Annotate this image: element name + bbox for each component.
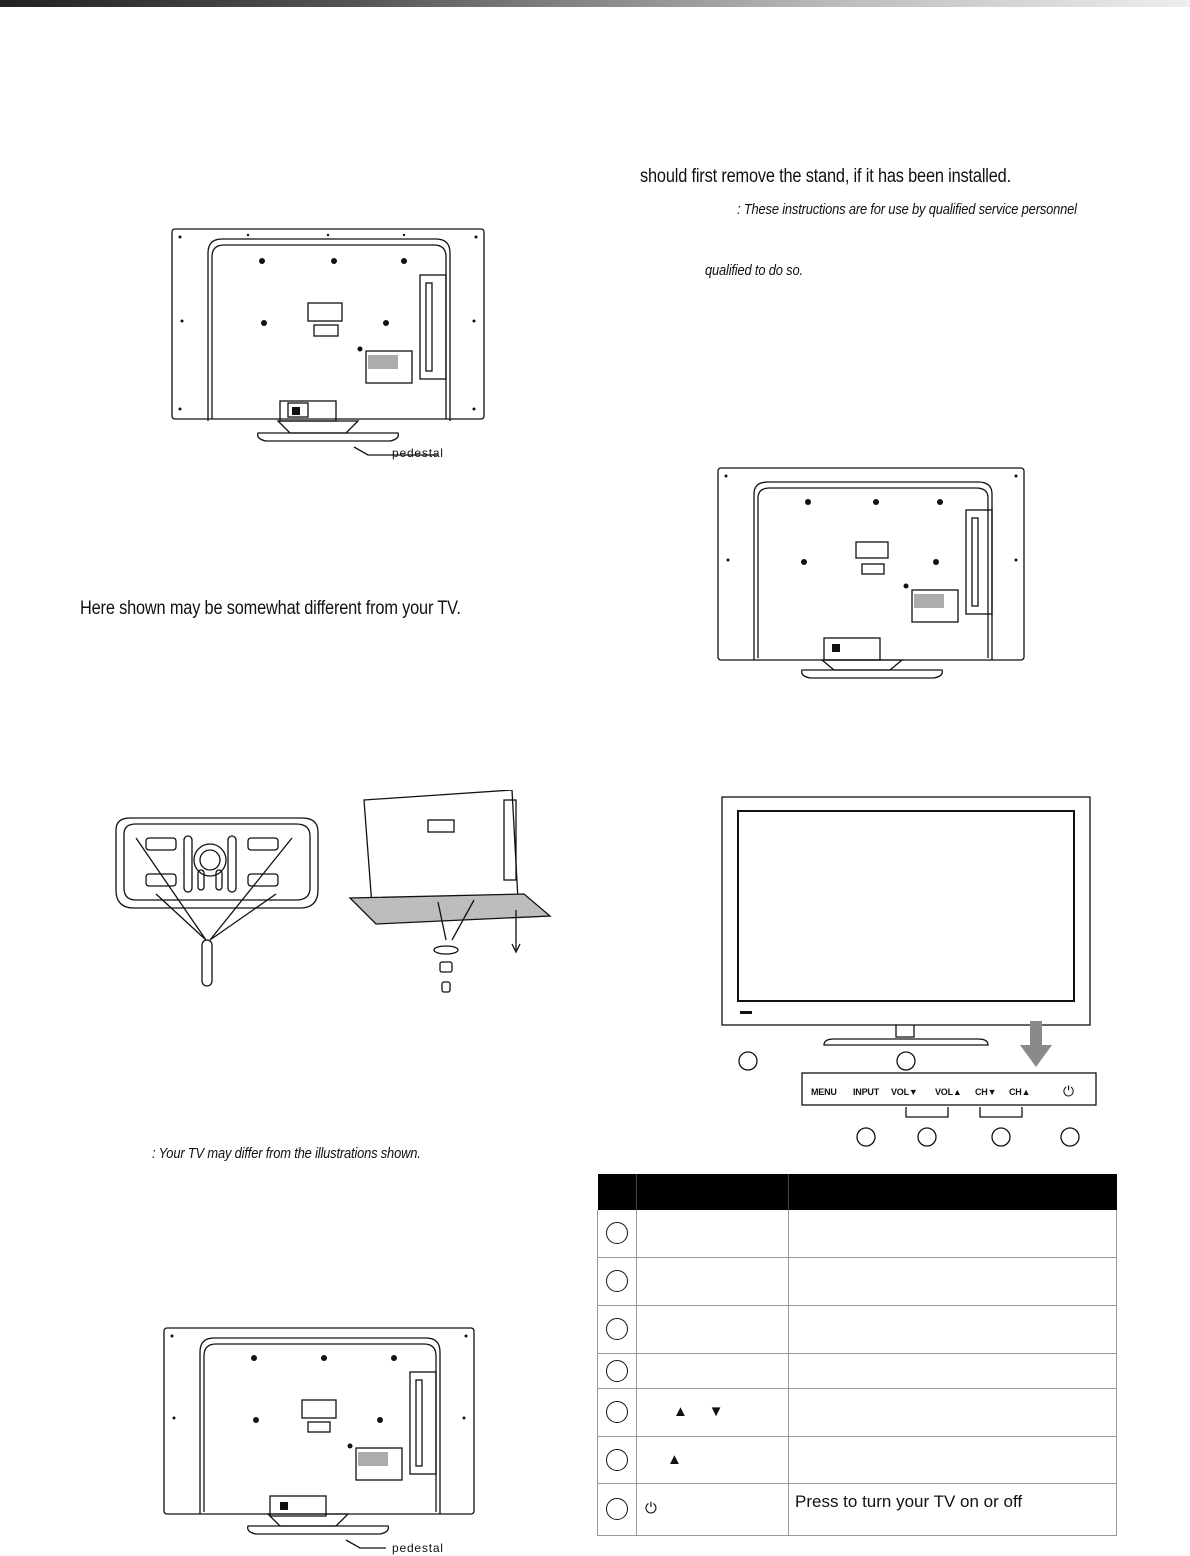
panel-menu-label: MENU	[811, 1087, 837, 1097]
row-item-vol-arrows: ▲ ▼	[673, 1403, 724, 1420]
service-note-line-2: qualified to do so.	[705, 262, 803, 279]
row-number-circle	[606, 1498, 628, 1520]
tv-back-figure-1	[168, 225, 488, 465]
panel-ch-down-label: CH▼	[975, 1087, 997, 1097]
table-header-item	[636, 1174, 789, 1210]
row-item-ch-arrow: ▲	[667, 1450, 682, 1468]
stand-removal-figure	[106, 790, 556, 1010]
stand-removal-text: should first remove the stand, if it has…	[640, 166, 1011, 187]
panel-ch-up-label: CH▲	[1009, 1087, 1031, 1097]
row-number-circle	[606, 1318, 628, 1340]
row-number-circle	[606, 1222, 628, 1245]
illustration-note: : Your TV may differ from the illustrati…	[152, 1145, 421, 1162]
figure-caption: Here shown may be somewhat different fro…	[80, 598, 461, 619]
controls-table: ▲ ▼ ▲ ⏻ Press to turn your TV on or off	[597, 1174, 1117, 1536]
row-number-circle	[606, 1448, 628, 1471]
pedestal-label-2: pedestal	[392, 1541, 444, 1555]
table-header-description	[788, 1174, 1117, 1210]
panel-input-label: INPUT	[853, 1087, 880, 1097]
table-header-number	[597, 1174, 637, 1210]
table-row: ⏻ Press to turn your TV on or off	[597, 1483, 1117, 1536]
table-row: ▲	[597, 1436, 1117, 1484]
row-description-power: Press to turn your TV on or off	[795, 1491, 1023, 1511]
pedestal-label-1: pedestal	[392, 446, 444, 460]
panel-power-icon: ⏻	[1063, 1083, 1074, 1099]
row-number-circle	[606, 1270, 628, 1292]
table-row	[597, 1257, 1117, 1306]
service-note-line-1: : These instructions are for use by qual…	[737, 201, 1077, 218]
table-row	[597, 1305, 1117, 1354]
panel-vol-down-label: VOL▼	[891, 1087, 918, 1097]
row-number-circle	[606, 1359, 628, 1382]
header-gradient-bar	[0, 0, 1190, 7]
tv-back-figure-2	[160, 1324, 480, 1556]
row-number-circle	[606, 1401, 628, 1423]
table-row: ▲ ▼	[597, 1388, 1117, 1437]
tv-front-figure	[720, 795, 1100, 1149]
tv-back-figure-3	[716, 466, 1028, 682]
table-header-row	[597, 1174, 1117, 1210]
panel-vol-up-label: VOL▲	[935, 1087, 962, 1097]
power-icon: ⏻	[645, 1500, 657, 1517]
table-row	[597, 1353, 1117, 1389]
table-row	[597, 1210, 1117, 1258]
